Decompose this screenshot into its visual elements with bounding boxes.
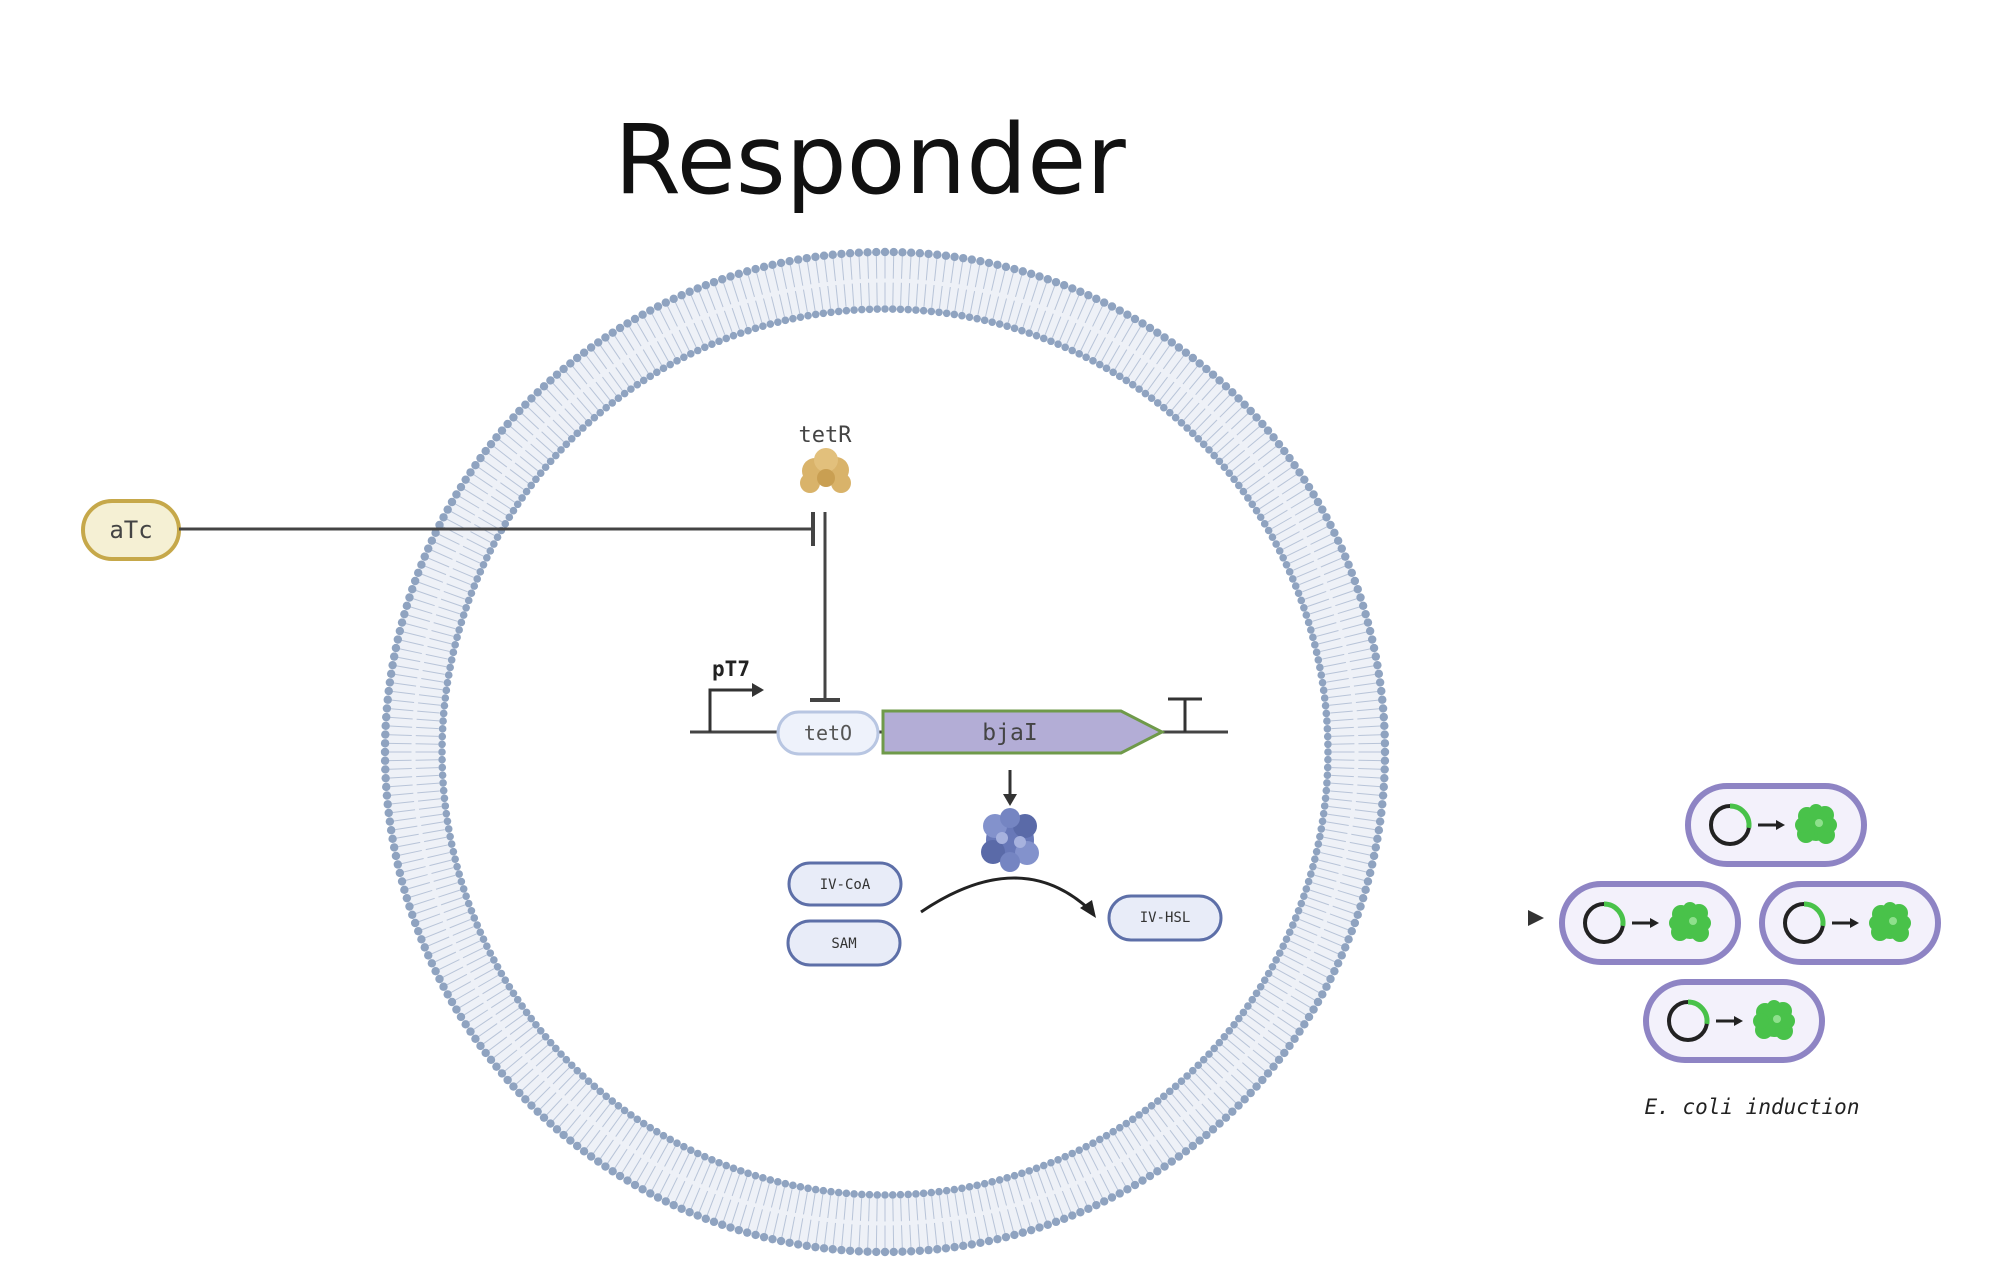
export-arrow bbox=[1250, 910, 1544, 926]
cell-membrane bbox=[380, 247, 1390, 1257]
atc-inhibits-tetr-line bbox=[179, 512, 815, 546]
tetr-protein-icon bbox=[800, 448, 851, 493]
gfp-protein-icon bbox=[1669, 902, 1711, 942]
tetr-represses-teto-line bbox=[810, 512, 840, 702]
substrate-iv-coa: IV-CoA bbox=[787, 861, 903, 907]
product-iv-hsl: IV-HSL bbox=[1107, 894, 1223, 942]
ecoli-cell bbox=[1643, 979, 1825, 1063]
plasmid-icon bbox=[1583, 901, 1626, 944]
promoter-label: pT7 bbox=[712, 657, 750, 681]
bjai-gene: bjaI bbox=[881, 709, 1166, 755]
substrate-label: IV-CoA bbox=[820, 877, 871, 893]
plasmid-icon bbox=[1783, 901, 1826, 944]
bjai-enzyme-icon bbox=[981, 808, 1039, 872]
substrate-sam: SAM bbox=[786, 919, 902, 967]
ecoli-caption: E. coli induction bbox=[1645, 1095, 1860, 1119]
substrate-label: SAM bbox=[831, 936, 856, 952]
page-title: Responder bbox=[614, 104, 1126, 216]
atc-label: aTc bbox=[109, 516, 152, 544]
gfp-protein-icon bbox=[1795, 804, 1837, 844]
ecoli-cell bbox=[1685, 783, 1867, 867]
ecoli-cells bbox=[1559, 783, 1941, 1063]
ecoli-cell bbox=[1559, 881, 1741, 965]
ecoli-cell bbox=[1759, 881, 1941, 965]
terminator-icon bbox=[1168, 697, 1202, 732]
plasmid-icon bbox=[1667, 999, 1710, 1042]
atc-inducer: aTc bbox=[81, 499, 181, 561]
gfp-protein-icon bbox=[1869, 902, 1911, 942]
plasmid-icon bbox=[1709, 803, 1752, 846]
tetr-label: tetR bbox=[799, 423, 853, 448]
reaction-arrow bbox=[920, 876, 1096, 918]
promoter-arrow-icon bbox=[708, 683, 764, 732]
teto-label: tetO bbox=[804, 721, 852, 745]
gfp-protein-icon bbox=[1753, 1000, 1795, 1040]
expression-arrow bbox=[1003, 770, 1017, 806]
teto-operator: tetO bbox=[776, 710, 880, 756]
bjai-gene-label: bjaI bbox=[982, 720, 1037, 746]
product-label: IV-HSL bbox=[1140, 910, 1191, 926]
